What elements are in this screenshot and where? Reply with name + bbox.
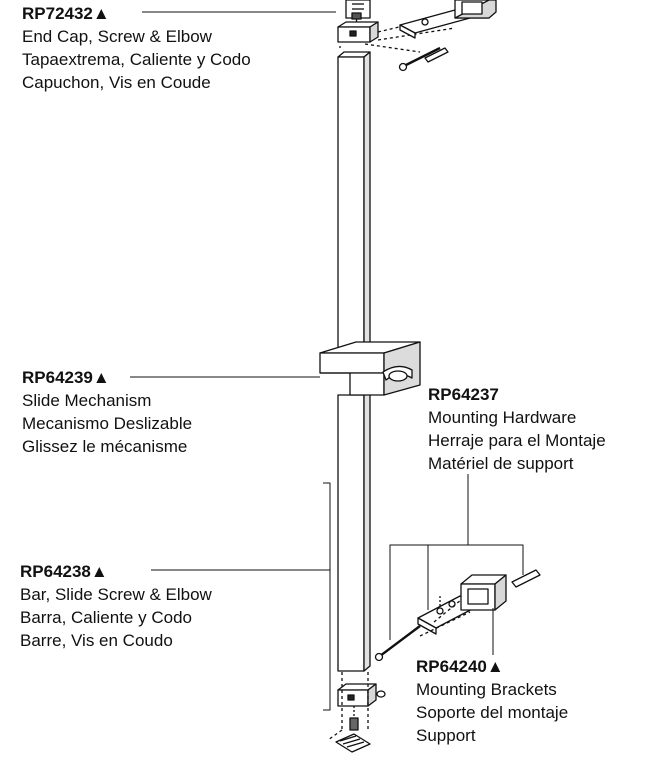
lower-mounting-bracket-assembly — [374, 569, 541, 662]
description-fr: Capuchon, Vis en Coude — [22, 73, 211, 92]
description-en: Slide Mechanism — [22, 391, 152, 410]
label-slide-mechanism: RP64239▲ Slide Mechanism Mecanismo Desli… — [22, 366, 192, 458]
triangle-marker-icon: ▲ — [486, 657, 504, 676]
description-fr: Support — [416, 726, 476, 745]
triangle-marker-icon: ▲ — [90, 562, 108, 581]
description-fr: Glissez le mécanisme — [22, 437, 188, 456]
leader-lines — [130, 11, 524, 711]
vertical-slide-bar — [337, 51, 371, 672]
slide-mechanism — [319, 341, 421, 396]
description-en: Mounting Hardware — [428, 408, 577, 427]
part-number: RP64238 — [20, 562, 91, 581]
description-en: Mounting Brackets — [416, 680, 557, 699]
description-es: Barra, Caliente y Codo — [20, 608, 192, 627]
label-mounting-hardware: RP64237 Mounting Hardware Herraje para e… — [428, 383, 606, 475]
part-number: RP64239 — [22, 368, 93, 387]
description-fr: Matériel de support — [428, 454, 574, 473]
part-number: RP72432 — [22, 4, 93, 23]
part-number: RP64240 — [416, 657, 487, 676]
description-es: Herraje para el Montaje — [428, 431, 606, 450]
description-en: End Cap, Screw & Elbow — [22, 27, 212, 46]
description-es: Mecanismo Deslizable — [22, 414, 193, 433]
description-es: Soporte del montaje — [416, 703, 569, 722]
label-end-cap: RP72432▲ End Cap, Screw & Elbow Tapaextr… — [22, 2, 251, 94]
top-end-cap-assembly — [337, 0, 497, 72]
part-number: RP64237 — [428, 385, 499, 404]
bottom-end-cap-assembly — [327, 672, 386, 753]
label-mounting-brackets: RP64240▲ Mounting Brackets Soporte del m… — [416, 655, 568, 747]
description-es: Tapaextrema, Caliente y Codo — [22, 50, 251, 69]
triangle-marker-icon: ▲ — [92, 4, 110, 23]
triangle-marker-icon: ▲ — [92, 368, 110, 387]
description-en: Bar, Slide Screw & Elbow — [20, 585, 212, 604]
description-fr: Barre, Vis en Coudo — [20, 631, 173, 650]
label-bar: RP64238▲ Bar, Slide Screw & Elbow Barra,… — [20, 560, 212, 652]
